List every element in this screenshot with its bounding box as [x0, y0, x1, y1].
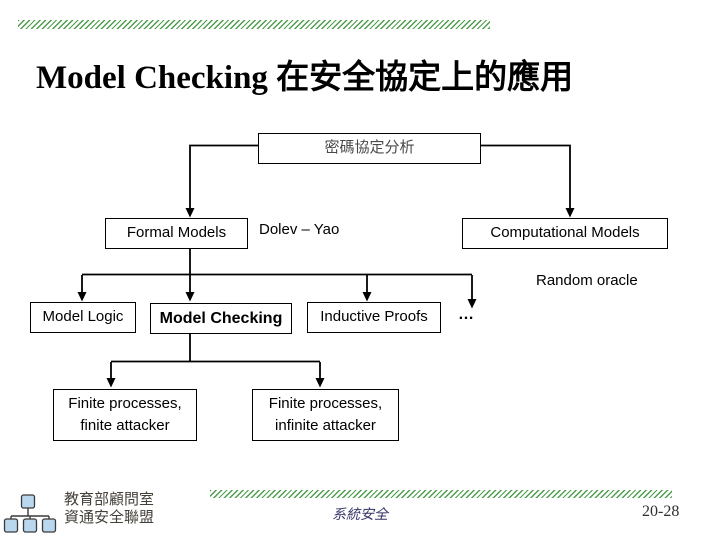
connector-lines — [81, 144, 571, 379]
node-line: infinite attacker — [275, 417, 376, 434]
page-title: Model Checking 在安全協定上的應用 — [36, 60, 574, 96]
footer-hatch-rule — [210, 490, 672, 498]
node-protocol-analysis: 密碼協定分析 — [258, 133, 481, 164]
top-hatch-rule — [18, 20, 490, 29]
node-formal-models: Formal Models — [105, 218, 248, 249]
node-line: Finite processes, — [68, 395, 182, 412]
footer-title: 系統安全 — [332, 508, 388, 523]
node-finite-processes-infinite-attacker: Finite processes, infinite attacker — [252, 389, 399, 441]
node-model-logic: Model Logic — [30, 302, 136, 333]
logo-caption-line1: 教育部顧問室 — [64, 492, 155, 508]
node-inductive-proofs: Inductive Proofs — [307, 302, 441, 333]
logo-caption-line2: 資通安全聯盟 — [64, 509, 155, 526]
org-chart-logo-icon — [3, 494, 57, 533]
node-finite-processes-finite-attacker: Finite processes, finite attacker — [53, 389, 197, 441]
label-ellipsis: … — [458, 306, 475, 323]
logo-caption: 教育部顧問室 資通安全聯盟 — [64, 492, 154, 527]
node-line: finite attacker — [80, 417, 170, 434]
label-random-oracle: Random oracle — [536, 272, 638, 289]
label-dolev-yao: Dolev – Yao — [259, 221, 340, 238]
node-line: Finite processes, — [268, 395, 383, 412]
node-model-checking: Model Checking — [150, 303, 292, 334]
node-computational-models: Computational Models — [462, 218, 668, 249]
page-number: 20-28 — [642, 503, 680, 520]
